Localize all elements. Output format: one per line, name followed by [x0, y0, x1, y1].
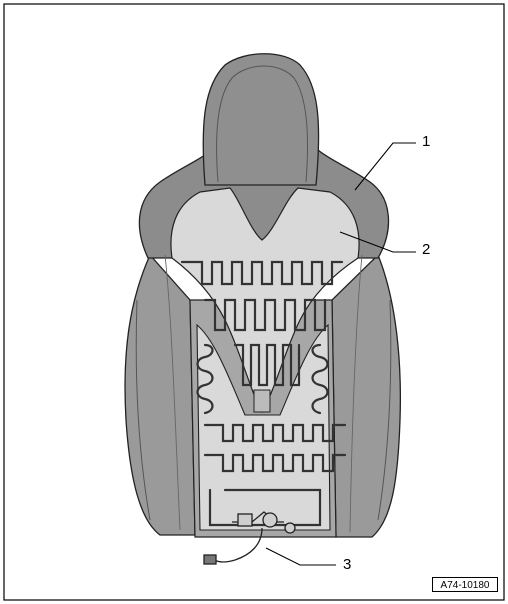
callout-2: 2: [422, 241, 431, 258]
right-bolster: [331, 253, 401, 538]
heating-wires: [180, 260, 347, 527]
leader-lines: [265, 142, 416, 566]
heating-mat: [170, 187, 360, 531]
wiring-harness: [203, 511, 296, 565]
headrest: [202, 53, 320, 186]
center-connector: [253, 389, 271, 413]
callout-1: 1: [422, 133, 431, 150]
figure-id-label: A74-10180: [432, 577, 498, 592]
callout-3: 3: [343, 556, 352, 573]
